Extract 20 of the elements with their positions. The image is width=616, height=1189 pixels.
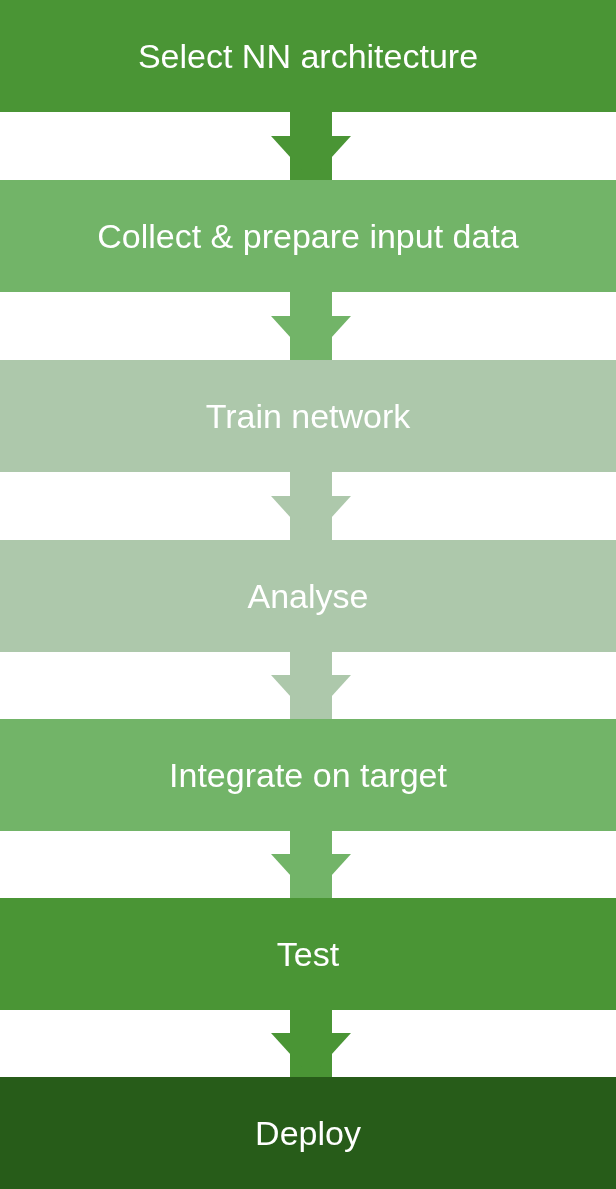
process-box bbox=[0, 898, 616, 1010]
step-label: Select NN architecture bbox=[137, 36, 479, 76]
down-arrow bbox=[271, 1010, 351, 1077]
step-label: Train network bbox=[205, 396, 411, 436]
step-label: Analyse bbox=[247, 576, 369, 616]
down-arrow bbox=[271, 112, 351, 180]
down-arrow bbox=[271, 652, 351, 719]
step-label: Deploy bbox=[255, 1113, 361, 1153]
down-arrow bbox=[271, 472, 351, 540]
down-arrow bbox=[271, 831, 351, 898]
process-box bbox=[0, 540, 616, 652]
process-box bbox=[0, 180, 616, 292]
step-label: Collect & prepare input data bbox=[97, 216, 519, 256]
process-box bbox=[0, 360, 616, 472]
down-arrow bbox=[271, 292, 351, 360]
step-label: Test bbox=[276, 934, 340, 974]
process-box bbox=[0, 0, 616, 112]
step-label: Integrate on target bbox=[169, 755, 447, 795]
process-box bbox=[0, 719, 616, 831]
process-box bbox=[0, 1077, 616, 1189]
